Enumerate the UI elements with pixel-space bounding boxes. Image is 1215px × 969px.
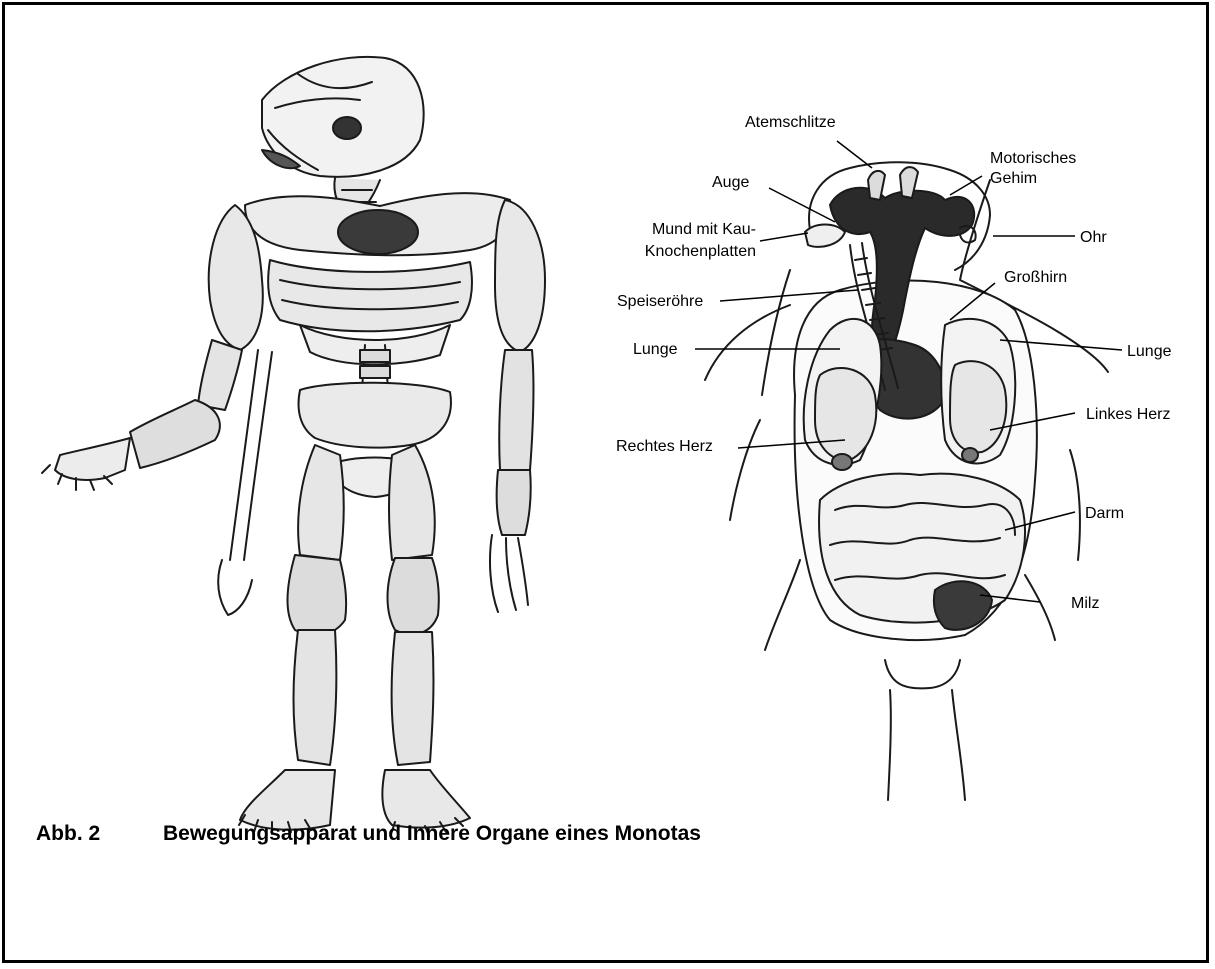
label-milz: Milz	[1071, 594, 1099, 614]
label-motorisches-line2: Gehim	[990, 169, 1037, 189]
leader-atemschlitze	[837, 141, 872, 168]
label-speiseroehre: Speiseröhre	[617, 292, 703, 312]
label-ohr: Ohr	[1080, 228, 1107, 248]
label-mund-line1: Mund mit Kau-	[620, 220, 756, 240]
caption-text: Bewegungsapparat und Innere Organe eines…	[163, 822, 701, 845]
label-lunge-left: Lunge	[633, 340, 678, 360]
label-lunge-right: Lunge	[1127, 342, 1172, 362]
label-motorisches-line1: Motorisches	[990, 149, 1076, 169]
skeleton-illustration	[42, 57, 545, 838]
label-darm: Darm	[1085, 504, 1124, 524]
label-mund-line2: Knochenplatten	[620, 242, 756, 262]
label-linkes-herz: Linkes Herz	[1086, 405, 1170, 425]
label-grosshirn: Großhirn	[1004, 268, 1067, 288]
label-atemschlitze: Atemschlitze	[745, 113, 836, 133]
label-rechtes-herz: Rechtes Herz	[616, 437, 713, 457]
label-auge: Auge	[712, 173, 749, 193]
organs-illustration	[705, 162, 1108, 800]
leader-auge	[769, 188, 835, 222]
caption-number: Abb. 2	[36, 822, 163, 846]
leader-mund	[760, 233, 808, 241]
